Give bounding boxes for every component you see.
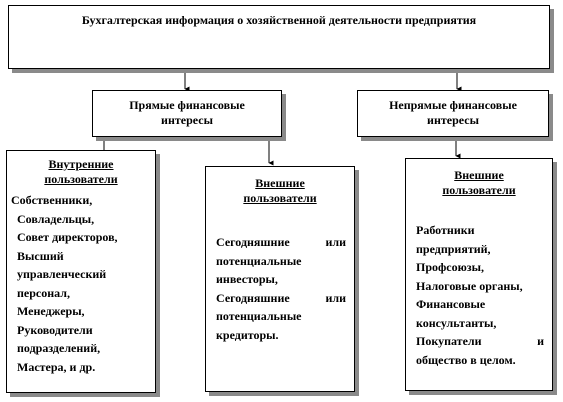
external-users-indirect-list: Работники предприятий, Профсоюзы, Налого… <box>416 221 544 369</box>
list-item: управленческий <box>17 267 107 281</box>
indirect-interests-label: Непрямые финансовые интересы <box>389 98 517 127</box>
list-item: Высший <box>17 248 64 263</box>
list-item: Покупатели и <box>416 334 544 348</box>
list-item: Совладельцы, <box>17 211 95 226</box>
external-users-indirect-title: Внешние пользователи <box>442 168 516 197</box>
list-item: инвесторы, <box>216 272 278 286</box>
list-item: Налоговые органы, <box>416 278 523 293</box>
list-item: Мастера, и др. <box>17 359 96 374</box>
list-item: общество в целом. <box>416 352 516 367</box>
list-item: Менеджеры, <box>17 304 85 318</box>
list-item: Сегодняшние или <box>216 235 346 249</box>
internal-users-title: Внутренние пользователи <box>44 157 118 186</box>
list-item: предприятий, <box>416 241 491 256</box>
external-users-direct-list: Сегодняшние или потенциальные инвесторы,… <box>216 233 346 344</box>
list-item: потенциальные <box>216 253 302 268</box>
internal-users-list: Собственники, Совладельцы, Совет директо… <box>11 191 151 376</box>
list-item: Финансовые <box>416 297 486 311</box>
list-item: Работники <box>416 223 475 237</box>
list-item: Профсоюзы, <box>416 260 484 274</box>
list-item: персонал, <box>17 285 70 300</box>
list-item: Собственники, <box>11 193 93 207</box>
internal-users-box: Внутренние пользователи Собственники, Со… <box>6 150 156 393</box>
external-users-direct-box: Внешние пользователи Сегодняшние или пот… <box>205 166 355 392</box>
indirect-interests-box: Непрямые финансовые интересы <box>357 90 549 137</box>
list-item: консультанты, <box>416 315 497 330</box>
list-item: потенциальные <box>216 309 302 323</box>
list-item: Руководители <box>17 322 93 337</box>
external-users-direct-title: Внешние пользователи <box>243 176 317 205</box>
list-item: Сегодняшние или <box>216 290 346 305</box>
direct-interests-label: Прямые финансовые интересы <box>129 98 245 127</box>
list-item: Совет директоров, <box>17 230 118 244</box>
list-item: кредиторы. <box>216 327 279 342</box>
external-users-indirect-box: Внешние пользователи Работники предприят… <box>405 158 553 391</box>
list-item: подразделений, <box>17 341 101 355</box>
top-box-label: Бухгалтерская информация о хозяйственной… <box>81 13 477 27</box>
top-box: Бухгалтерская информация о хозяйственной… <box>8 5 550 69</box>
direct-interests-box: Прямые финансовые интересы <box>92 90 282 137</box>
